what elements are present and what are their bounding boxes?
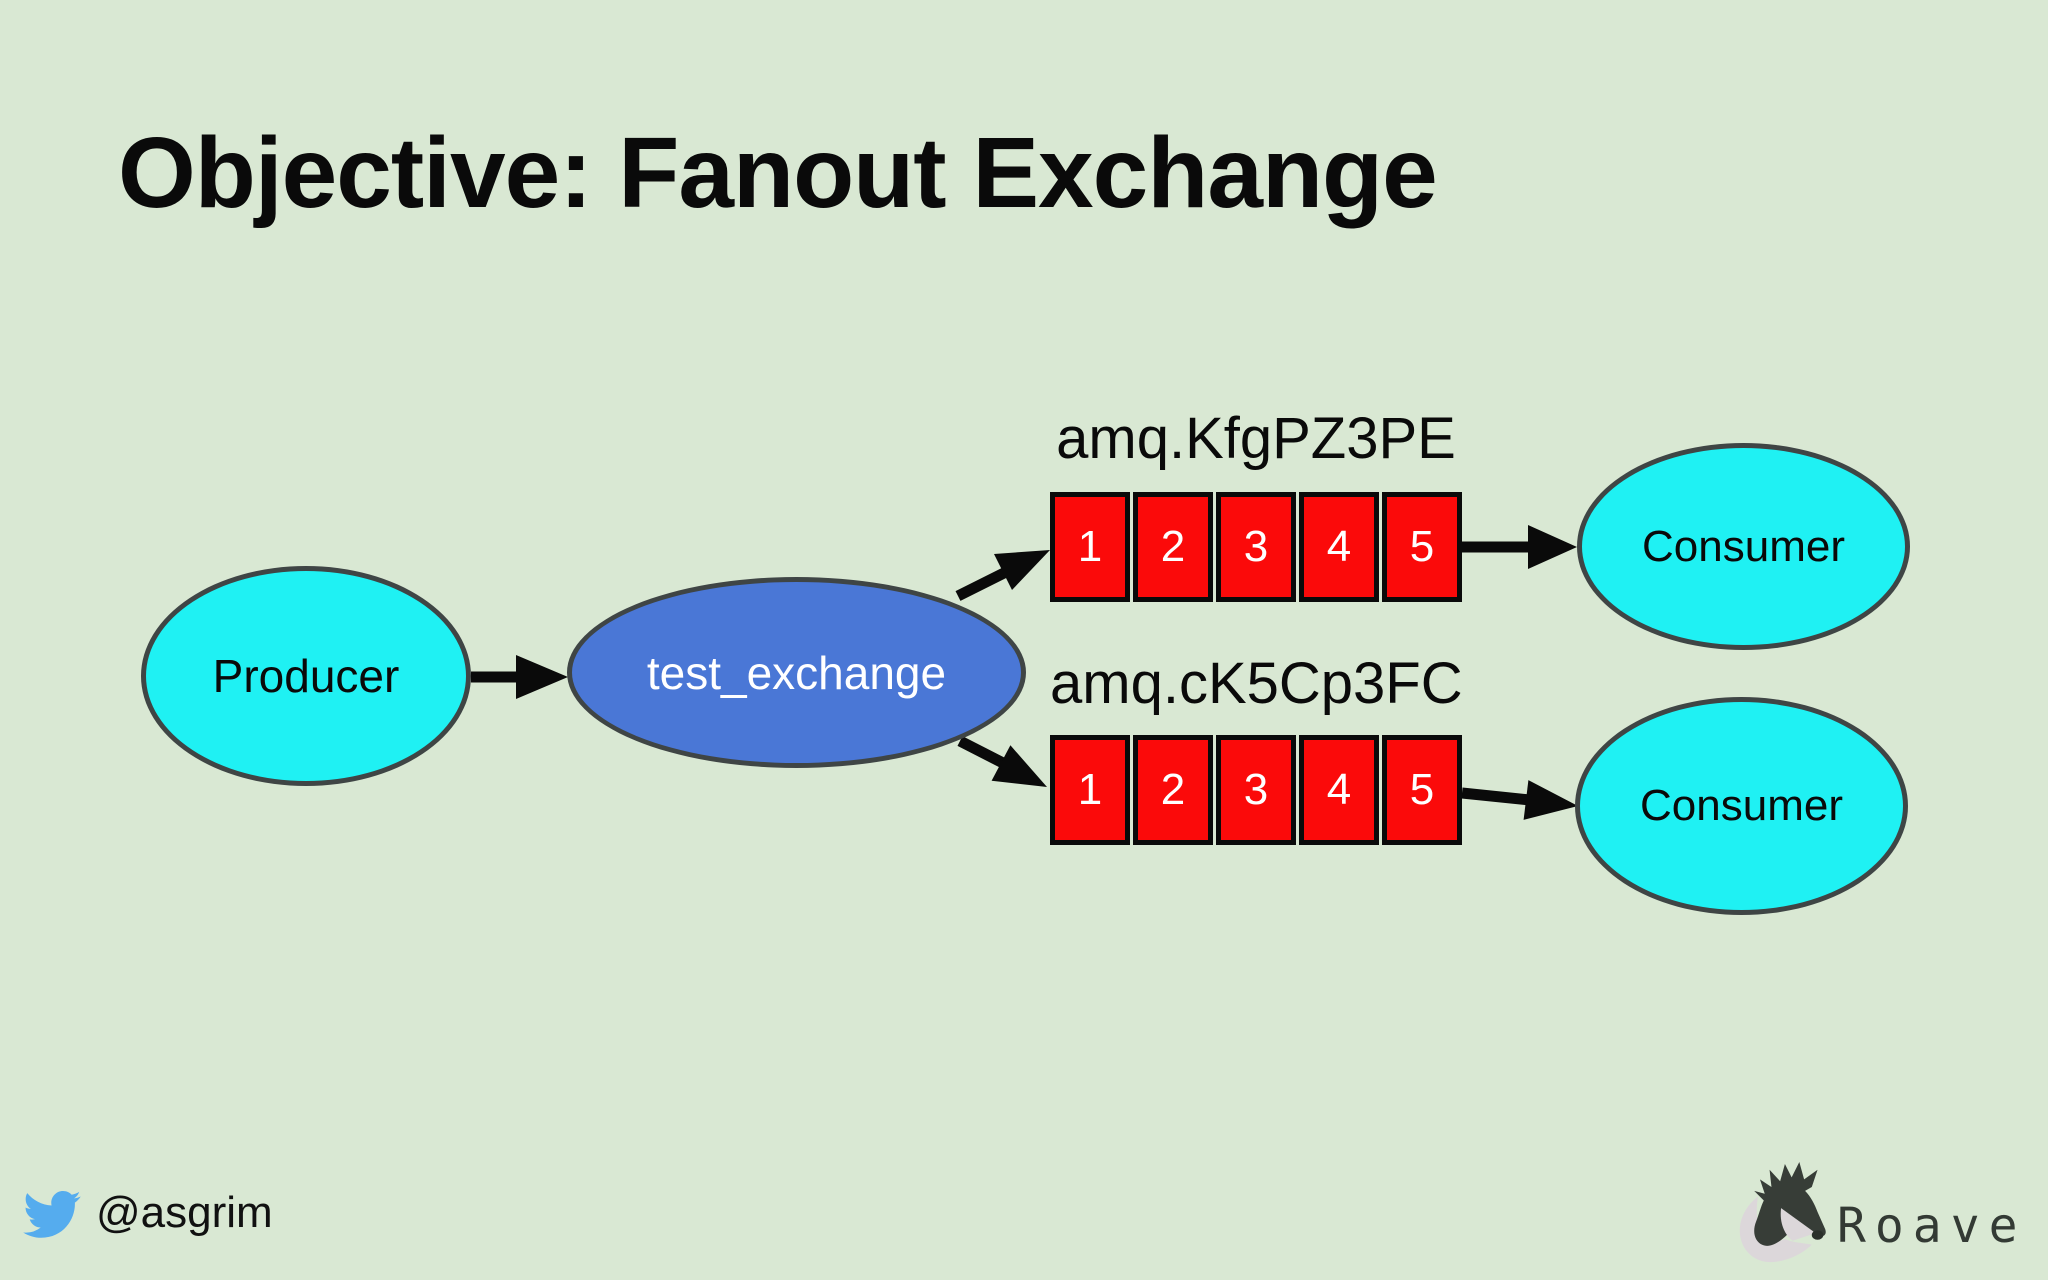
slot-number: 5: [1409, 765, 1435, 814]
brand-name: Roave: [1837, 1198, 2027, 1254]
arrow-queue-2-to-consumer-2: [1461, 780, 1578, 820]
queue-slot: 5: [1382, 735, 1462, 845]
twitter-attribution: @asgrim: [16, 1180, 273, 1246]
queue-slot: 1: [1050, 492, 1130, 602]
slot-number: 2: [1160, 765, 1186, 814]
slot-number: 3: [1243, 522, 1269, 571]
queue-slot: 3: [1216, 492, 1296, 602]
consumer-label: Consumer: [1640, 781, 1843, 830]
queue-slot: 4: [1299, 492, 1379, 602]
page-title: Objective: Fanout Exchange: [118, 117, 1438, 229]
twitter-icon: [23, 1191, 81, 1238]
arrow-queue-1-to-consumer-1: [1462, 525, 1577, 569]
queue-slot: 2: [1133, 735, 1213, 845]
queue-1-name: amq.KfgPZ3PE: [1056, 406, 1456, 471]
consumer-node-1: Consumer: [1577, 443, 1910, 650]
queue-slot: 1: [1050, 735, 1130, 845]
producer-node: Producer: [141, 566, 471, 786]
exchange-node: test_exchange: [567, 577, 1026, 768]
exchange-label: test_exchange: [646, 646, 947, 699]
queue-2: 1 2 3 4 5: [1050, 735, 1462, 845]
wolf-head-icon: [1739, 1162, 1826, 1263]
brand-logo: Roave: [1735, 1158, 2027, 1264]
slot-number: 4: [1326, 522, 1352, 571]
slot-number: 3: [1243, 765, 1269, 814]
slot-number: 4: [1326, 765, 1352, 814]
queue-slot: 4: [1299, 735, 1379, 845]
arrow-producer-to-exchange: [471, 655, 568, 699]
queue-1: 1 2 3 4 5: [1050, 492, 1462, 602]
slot-number: 1: [1077, 522, 1103, 571]
slot-number: 5: [1409, 522, 1435, 571]
slot-number: 2: [1160, 522, 1186, 571]
queue-2-name: amq.cK5Cp3FC: [1050, 651, 1463, 716]
producer-label: Producer: [212, 650, 400, 702]
slot-number: 1: [1077, 765, 1103, 814]
arrow-exchange-to-queue-1: [955, 550, 1050, 601]
queue-slot: 3: [1216, 735, 1296, 845]
queue-slot: 2: [1133, 492, 1213, 602]
arrow-exchange-to-queue-2: [957, 736, 1047, 787]
queue-slot: 5: [1382, 492, 1462, 602]
twitter-handle: @asgrim: [96, 1188, 273, 1237]
consumer-label: Consumer: [1642, 521, 1845, 571]
consumer-node-2: Consumer: [1575, 697, 1908, 915]
